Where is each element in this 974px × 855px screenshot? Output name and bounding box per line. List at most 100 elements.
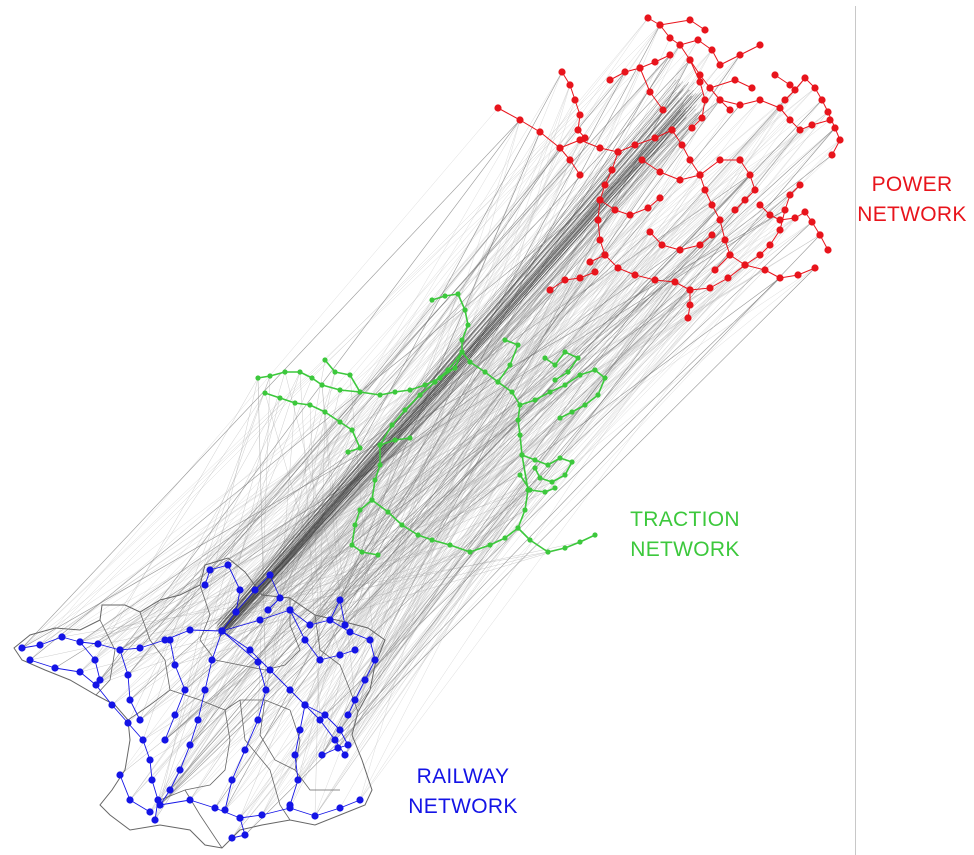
power-node — [666, 34, 674, 42]
interlayer-link — [154, 371, 301, 821]
traction-node — [575, 355, 581, 361]
power-node — [646, 88, 654, 96]
power-node — [656, 168, 664, 176]
railway-node — [228, 776, 236, 784]
vertical-divider — [855, 6, 856, 855]
interlayer-link — [99, 129, 801, 681]
railway-node — [186, 626, 194, 634]
railway-node — [334, 744, 342, 752]
traction-node — [515, 417, 521, 423]
interlayer-link — [221, 71, 563, 632]
interlayer-link — [29, 541, 581, 661]
railway-node — [232, 608, 240, 616]
interlayer-link — [264, 392, 341, 656]
interlayer-link — [94, 377, 259, 661]
interlayer-link — [279, 509, 361, 599]
power-node — [781, 96, 789, 104]
interlayer-link — [239, 384, 566, 819]
traction-node — [577, 539, 583, 545]
traction-node — [569, 459, 575, 465]
interlayer-link — [127, 194, 791, 676]
interlayer-link — [279, 254, 761, 599]
power-node — [736, 51, 744, 59]
railway-node — [139, 736, 147, 744]
traction-node — [352, 522, 358, 528]
interlayer-link — [139, 419, 519, 721]
interlayer-link — [179, 499, 373, 771]
traction-node — [509, 389, 515, 395]
railway-node — [254, 658, 262, 666]
power-node — [716, 96, 724, 104]
interlayer-link — [223, 95, 694, 630]
power-node — [801, 208, 809, 216]
traction-node — [392, 389, 398, 395]
traction-node — [537, 475, 543, 481]
traction-node — [357, 389, 363, 395]
traction-node — [602, 375, 608, 381]
traction-node — [375, 552, 381, 558]
traction-node — [377, 442, 383, 448]
traction-node — [332, 369, 338, 375]
railway-node — [286, 801, 294, 809]
railway-node — [296, 726, 304, 734]
power-node — [761, 266, 769, 274]
interlayer-link — [79, 99, 721, 673]
traction-node — [402, 407, 408, 413]
interlayer-link — [261, 197, 661, 816]
region-border — [199, 584, 216, 661]
railway-node — [186, 796, 194, 804]
traction-node — [527, 537, 533, 543]
power-node — [776, 216, 784, 224]
railway-node — [161, 636, 169, 644]
traction-edge — [517, 527, 596, 553]
power-node — [828, 151, 836, 159]
interlayer-link — [119, 269, 766, 651]
power-node — [696, 71, 704, 79]
traction-node — [399, 522, 405, 528]
traction-node — [447, 542, 453, 548]
power-node — [771, 71, 779, 79]
traction-node — [422, 382, 428, 388]
power-node — [818, 96, 826, 104]
traction-node — [542, 355, 548, 361]
power-node — [594, 216, 602, 224]
power-node — [688, 124, 696, 132]
interlayer-link — [265, 264, 746, 691]
railway-node — [318, 751, 326, 759]
power-node — [776, 274, 784, 282]
power-node — [656, 194, 664, 202]
power-node — [596, 236, 604, 244]
traction-node — [357, 507, 363, 513]
interlayer-link — [344, 54, 741, 756]
railway-node — [76, 638, 84, 646]
traction-node — [565, 369, 571, 375]
interlayer-link — [224, 264, 746, 811]
interlayer-link — [139, 89, 796, 649]
traction-node — [389, 422, 395, 428]
railway-node — [262, 686, 270, 694]
railway-node — [301, 701, 309, 709]
power-node — [644, 14, 652, 22]
railway-node — [286, 606, 294, 614]
interlayer-link — [154, 391, 361, 821]
traction-node — [582, 402, 588, 408]
power-node — [706, 284, 714, 292]
traction-node — [432, 379, 438, 385]
railway-node — [301, 636, 309, 644]
power-node — [651, 58, 659, 66]
interlayer-link — [39, 24, 661, 646]
traction-node — [522, 507, 528, 513]
power-node — [791, 86, 799, 94]
traction-node — [502, 535, 508, 541]
traction-node — [557, 415, 563, 421]
railway-node — [254, 716, 262, 724]
traction-node — [282, 369, 288, 375]
railway-node — [316, 656, 324, 664]
power-node — [576, 111, 584, 119]
traction-node — [319, 382, 325, 388]
interlayer-link — [169, 99, 786, 791]
traction-node — [337, 419, 343, 425]
traction-node — [357, 445, 363, 451]
traction-node — [377, 392, 383, 398]
power-node — [591, 268, 599, 276]
